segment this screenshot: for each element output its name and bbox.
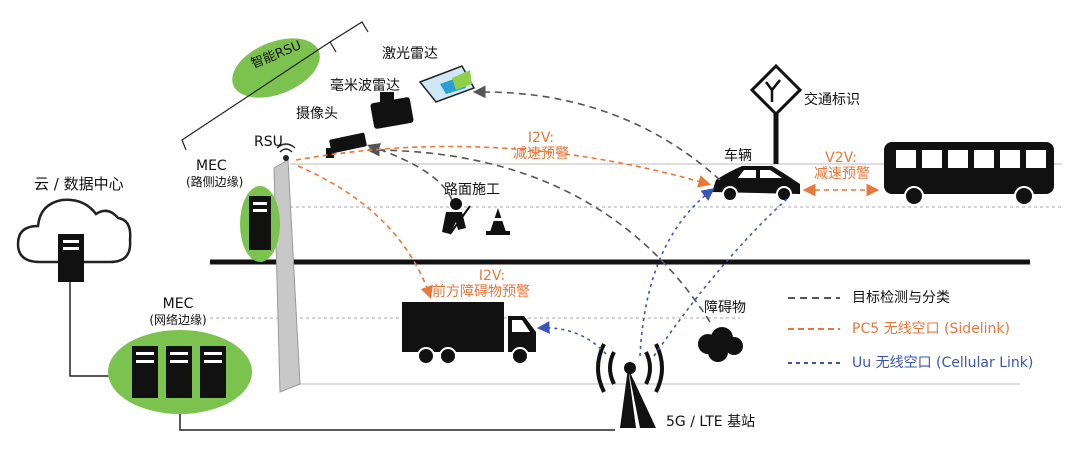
pc5-arrow-rsu-to-truck [297, 165, 433, 300]
rsu-pole [273, 159, 301, 393]
mmwave-radar-icon [370, 92, 414, 129]
mec-network-title: MEC [162, 296, 194, 312]
mec-roadside-edge-icon [240, 186, 280, 262]
mec-network-edge-icon [108, 330, 252, 414]
smart-rsu-bracket-right [329, 21, 369, 43]
i2v-decel-line1: I2V: [527, 130, 555, 146]
pc5-arrow-rsu-to-car [295, 145, 712, 188]
i2v-front-line2: 前方障碍物预警 [432, 284, 530, 300]
traffic-sign-label: 交通标识 [804, 92, 860, 108]
legend-uu-label: Uu 无线空口 (Cellular Link) [852, 355, 1034, 371]
traffic-sign-icon [749, 63, 803, 164]
smart-rsu-badge [232, 38, 320, 98]
i2v-decel-line2: 减速预警 [513, 146, 569, 162]
rsu-antenna-icon [276, 143, 296, 161]
obstacle-label: 障碍物 [704, 300, 746, 316]
i2v-front-line1: I2V: [478, 268, 506, 284]
detection-arrow-car-to-lidar [472, 85, 721, 181]
mec-network-sub: (网络边缘) [149, 313, 207, 327]
smart-rsu-bracket-left [181, 41, 337, 151]
camera-label: 摄像头 [296, 106, 338, 122]
bus-icon [884, 142, 1054, 206]
detection-arrow-obstacle-to-sensors [366, 143, 711, 323]
truck-icon [402, 302, 536, 365]
mec-roadside-sub: (路侧边缘) [186, 175, 244, 189]
cloud-label: 云 / 数据中心 [34, 175, 124, 193]
traffic-cone-icon [486, 208, 510, 235]
camera-icon [326, 132, 367, 158]
vehicle-label: 车辆 [724, 148, 752, 164]
v2v-line2: 减速预警 [814, 166, 870, 182]
mec-to-basestation-wire [179, 400, 615, 431]
construction-worker-icon [442, 198, 471, 235]
detection-arrow-construction-to-camera [366, 143, 453, 201]
mec-roadside-title: MEC [196, 158, 227, 174]
car-icon [712, 166, 800, 202]
cloud-icon [16, 198, 132, 282]
legend-pc5-label: PC5 无线空口 (Sidelink) [852, 321, 1010, 337]
uu-arrow-bs-to-car-2 [653, 197, 789, 357]
mmwave-label: 毫米波雷达 [330, 78, 400, 94]
v2v-line1: V2V: [825, 150, 857, 166]
obstacle-icon [698, 327, 743, 362]
uu-arrow-bs-to-car [639, 188, 715, 357]
legend-detection-label: 目标检测与分类 [852, 290, 950, 306]
base-station-label: 5G / LTE 基站 [666, 414, 756, 430]
rsu-label: RSU [254, 134, 283, 150]
lidar-label: 激光雷达 [382, 46, 438, 62]
lidar-icon [418, 65, 476, 103]
base-station-icon [596, 343, 664, 428]
uu-arrow-bs-to-truck [536, 321, 607, 355]
construction-label: 路面施工 [444, 182, 500, 198]
